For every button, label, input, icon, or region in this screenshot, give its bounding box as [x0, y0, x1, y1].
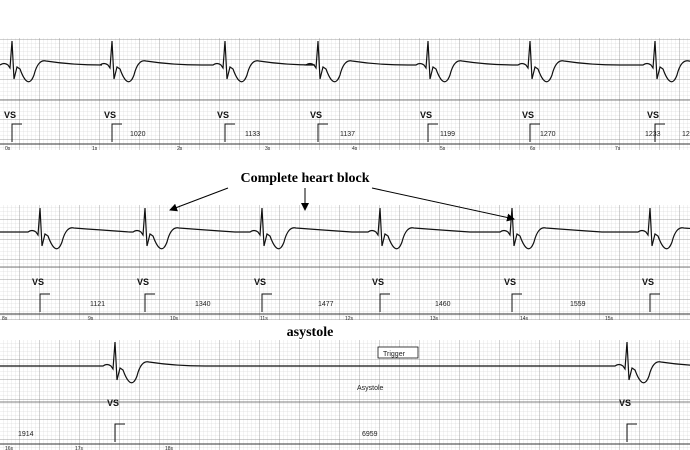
rr-interval-value: 1270 — [540, 131, 556, 138]
time-tick-label: 14s — [520, 316, 529, 322]
time-tick-label: 12s — [345, 316, 354, 322]
vs-marker-label: VS — [642, 277, 654, 287]
rr-interval-value: 1199 — [440, 131, 455, 138]
time-tick-label: 13s — [430, 316, 439, 322]
pace-marker — [529, 123, 540, 142]
vs-marker-label: VS — [217, 110, 229, 120]
vs-marker-label: VS — [372, 277, 384, 287]
pace-marker — [111, 123, 122, 142]
pace-marker — [11, 123, 22, 142]
ecg-trace — [0, 341, 690, 384]
time-tick-label: 2s — [177, 146, 183, 152]
pace-marker — [649, 293, 660, 312]
rr-interval-value: 1133 — [245, 131, 260, 138]
trigger-box — [377, 346, 419, 359]
pace-marker — [626, 423, 637, 442]
trigger-label: Trigger — [383, 351, 406, 358]
vs-marker-label: VS — [137, 277, 149, 287]
time-tick-label: 15s — [605, 316, 614, 322]
pace-marker — [114, 423, 125, 442]
ecg-strip-2: VS VS VS VS VS VS 1121 1340 1477 1460 1559 8s 9s 10s 1… — [0, 205, 690, 322]
time-tick-label: 17s — [75, 446, 84, 450]
rr-interval-value: 1233 — [645, 131, 661, 138]
vs-marker-label: VS — [254, 277, 266, 287]
grid-paper — [0, 340, 690, 450]
pace-marker — [224, 123, 235, 142]
time-tick-label: 1s — [92, 146, 98, 152]
vs-marker-label: VS — [310, 110, 322, 120]
asystole-strip-label: Asystole — [357, 385, 384, 392]
vs-marker-label: VS — [32, 277, 44, 287]
asystole-annotation: asystole — [287, 325, 334, 340]
pace-marker — [379, 293, 390, 312]
time-tick-label: 5s — [440, 146, 446, 152]
heart-block-annotation: Complete heart block — [240, 171, 369, 186]
time-tick-label: 3s — [265, 146, 271, 152]
vs-marker-label: VS — [107, 398, 119, 408]
rr-interval-value: 1914 — [18, 431, 34, 438]
time-tick-label: 6s — [530, 146, 536, 152]
rr-interval-value: 1020 — [130, 131, 146, 138]
time-tick-label: 16s — [5, 446, 14, 450]
rr-interval-value: 1121 — [90, 301, 105, 308]
time-tick-label: 8s — [2, 316, 8, 322]
grid-paper — [0, 205, 690, 320]
ecg-strip-1: VS VS VS VS VS VS VS 1020 1133 1137 1199 1270 1233 12… — [0, 38, 690, 152]
time-tick-label: 7s — [615, 146, 621, 152]
vs-marker-label: VS — [4, 110, 16, 120]
rr-interval-value: 1559 — [570, 301, 586, 308]
vs-marker-label: VS — [420, 110, 432, 120]
pace-marker — [39, 293, 50, 312]
rr-interval-value: 6959 — [362, 431, 378, 438]
pace-marker — [654, 123, 665, 142]
ecg-trace — [0, 40, 690, 83]
rr-interval-value: 1460 — [435, 301, 451, 308]
time-tick-label: 10s — [170, 316, 179, 322]
vs-marker-label: VS — [619, 398, 631, 408]
time-tick-label: 18s — [165, 446, 174, 450]
vs-marker-label: VS — [504, 277, 516, 287]
arrow-1 — [169, 187, 229, 212]
arrow-3 — [371, 187, 515, 222]
pace-marker — [511, 293, 522, 312]
rr-interval-value: 1477 — [318, 301, 334, 308]
pace-marker — [261, 293, 272, 312]
vs-marker-label: VS — [647, 110, 659, 120]
pace-marker — [427, 123, 438, 142]
pace-marker — [144, 293, 155, 312]
rr-interval-value: 1340 — [195, 301, 211, 308]
time-tick-label: 11s — [260, 316, 268, 322]
grid-paper — [0, 38, 690, 150]
ecg-trace — [0, 207, 690, 250]
rr-interval-value: 1137 — [340, 131, 355, 138]
time-tick-label: 4s — [352, 146, 358, 152]
vs-marker-label: VS — [104, 110, 116, 120]
vs-marker-label: VS — [522, 110, 534, 120]
pace-marker — [317, 123, 328, 142]
rr-interval-value: 12 — [682, 131, 690, 138]
time-tick-label: 9s — [88, 316, 94, 322]
time-tick-label: 0s — [5, 146, 11, 152]
